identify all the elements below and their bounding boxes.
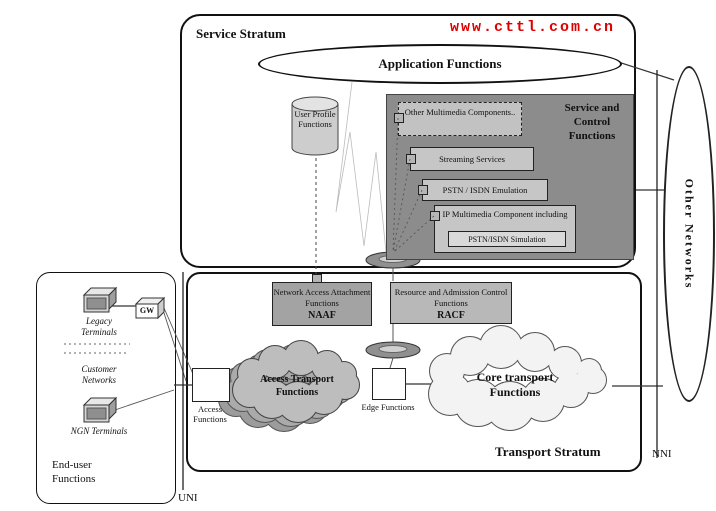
interconnect-disc-lower xyxy=(365,341,421,359)
other-multimedia-box: Other Multimedia Components.. xyxy=(398,102,522,136)
terminal-ellipsis-dots xyxy=(64,343,130,354)
racf-box: Resource and Admission Control Functions… xyxy=(390,282,512,324)
naaf-title: Network Access Attachment Functions xyxy=(273,287,371,308)
gateway-label: GW xyxy=(139,306,155,315)
other-networks-label: Other Networks xyxy=(682,178,697,290)
access-functions-label: Access Functions xyxy=(193,404,227,425)
edge-functions-label: Edge Functions xyxy=(361,402,415,412)
pstn-isdn-emulation-box: PSTN / ISDN Emulation xyxy=(422,179,548,201)
scan-scribble-marks xyxy=(335,81,387,253)
racf-abbr: RACF xyxy=(437,310,465,322)
service-control-title: Service and Control Functions xyxy=(564,102,620,142)
ngn-terminals-label: NGN Terminals xyxy=(70,426,128,436)
application-functions-ellipse: Application Functions xyxy=(258,44,622,84)
connector-square-icon xyxy=(430,211,440,221)
service-stratum-title: Service Stratum xyxy=(196,26,286,41)
naaf-box: Network Access Attachment Functions NAAF xyxy=(272,282,372,326)
pstn-isdn-simulation-box: PSTN/ISDN Simulation xyxy=(448,231,566,247)
other-networks-ellipse: Other Networks xyxy=(663,66,715,402)
user-profile-label: User Profile Functions xyxy=(294,109,336,129)
core-transport-label: Core transport Functions xyxy=(476,370,554,399)
edge-functions-box xyxy=(372,368,406,400)
naaf-abbr: NAAF xyxy=(308,310,336,322)
racf-title: Resource and Admission Control Functions xyxy=(394,287,508,308)
connector-square-icon xyxy=(394,113,404,123)
access-functions-box xyxy=(192,368,230,402)
ngn-terminal-icon xyxy=(82,396,118,423)
connector-square-icon xyxy=(406,154,416,164)
connector-square-icon xyxy=(418,185,428,195)
transport-stratum-title: Transport Stratum xyxy=(495,444,601,459)
access-transport-label: Access Transport Functions xyxy=(260,374,334,398)
uni-label: UNI xyxy=(178,492,198,504)
terminal-links xyxy=(108,307,194,413)
legacy-terminals-label: Legacy Terminals xyxy=(81,316,117,337)
streaming-services-box: Streaming Services xyxy=(410,147,534,171)
nni-label: NNI xyxy=(652,448,672,460)
end-user-title: End-user Functions xyxy=(52,459,96,486)
legacy-terminal-icon xyxy=(82,286,118,313)
watermark-url: www.cttl.com.cn xyxy=(450,19,616,36)
customer-networks-label: Customer Networks xyxy=(81,364,117,385)
user-profile-cylinder xyxy=(291,96,339,156)
gateway-icon xyxy=(134,296,166,320)
